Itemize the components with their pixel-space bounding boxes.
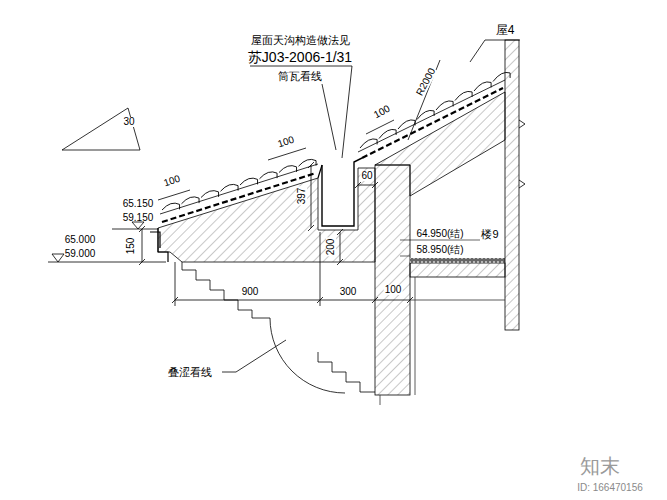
drawing-label: 屋面天沟构造做法见: [250, 35, 351, 46]
roof-slab: [375, 92, 505, 196]
drawing-label: 100: [384, 285, 403, 295]
gutter-liner: [322, 158, 362, 226]
floor-slab: [410, 263, 505, 277]
drawing-label: 叠涩看线: [167, 367, 213, 378]
dimension-line: [337, 229, 343, 265]
drawing-label: 65.000: [64, 235, 97, 245]
tile: [240, 178, 258, 185]
drawing-label: 59.000: [64, 249, 97, 259]
drawing-label: 900: [241, 287, 260, 297]
tile: [279, 166, 297, 173]
watermark: ID: 166470156: [576, 483, 644, 493]
dimension-line: [158, 120, 394, 200]
tile: [182, 197, 200, 204]
drawing-label: 100: [371, 103, 392, 121]
tile: [455, 91, 472, 100]
drawing-label: 100: [276, 134, 297, 149]
drawing-label: 64.950(结): [415, 229, 464, 239]
floor-finish: [410, 258, 505, 263]
drawing-label: 65.150: [122, 199, 155, 209]
dimension-line: [355, 182, 378, 188]
dimension-line: [172, 232, 413, 306]
slope-angle-symbol: [62, 108, 140, 150]
leader-line: [250, 66, 352, 158]
dimension-line: [308, 162, 314, 231]
drawing-label: 100: [162, 173, 183, 188]
eave-slab: [158, 168, 375, 262]
drawing-label: 200: [326, 238, 336, 257]
mortar-bed: [160, 80, 505, 214]
drawing-label: 苏J03-2006-1/31: [247, 50, 353, 64]
leader-line: [408, 60, 440, 140]
break-mark: [519, 120, 525, 188]
tile: [379, 129, 396, 138]
tile: [474, 82, 491, 91]
corbel-steps: [318, 352, 375, 392]
drawing-label: 300: [339, 287, 358, 297]
drawing-label: R2000: [414, 66, 438, 98]
tile: [162, 203, 180, 210]
drawing-label: 筒瓦看线: [277, 71, 323, 82]
waterproof-layer: [162, 173, 316, 222]
tile: [436, 101, 453, 110]
tile: [493, 72, 510, 81]
drawing-label: 150: [126, 237, 136, 256]
tile: [260, 172, 278, 179]
drawing-label: 397: [297, 187, 307, 206]
drawing-label: 60: [360, 171, 373, 181]
eave-tip: [150, 228, 168, 262]
concrete-wall: [375, 165, 410, 395]
level-mark: [112, 222, 158, 229]
leader-line: [322, 84, 336, 150]
dimension-line: [139, 226, 145, 265]
drawing-label: 屋4: [495, 24, 516, 36]
leader-line: [400, 240, 480, 256]
tile: [201, 191, 219, 198]
inner-line: [380, 277, 505, 405]
tile: [221, 184, 239, 191]
drawing-label: 59.150: [122, 213, 155, 223]
waterproof-layer: [362, 88, 503, 158]
watermark: 知末: [579, 456, 621, 476]
drawing-label: 58.950(结): [415, 245, 464, 255]
drawing-label: 30: [122, 117, 135, 127]
tile: [360, 139, 377, 148]
building-wall: [505, 40, 519, 330]
leader-line: [470, 40, 520, 62]
tile-row: [162, 72, 510, 210]
drawing-label: 楼9: [480, 229, 499, 240]
leader-line: [222, 340, 286, 372]
